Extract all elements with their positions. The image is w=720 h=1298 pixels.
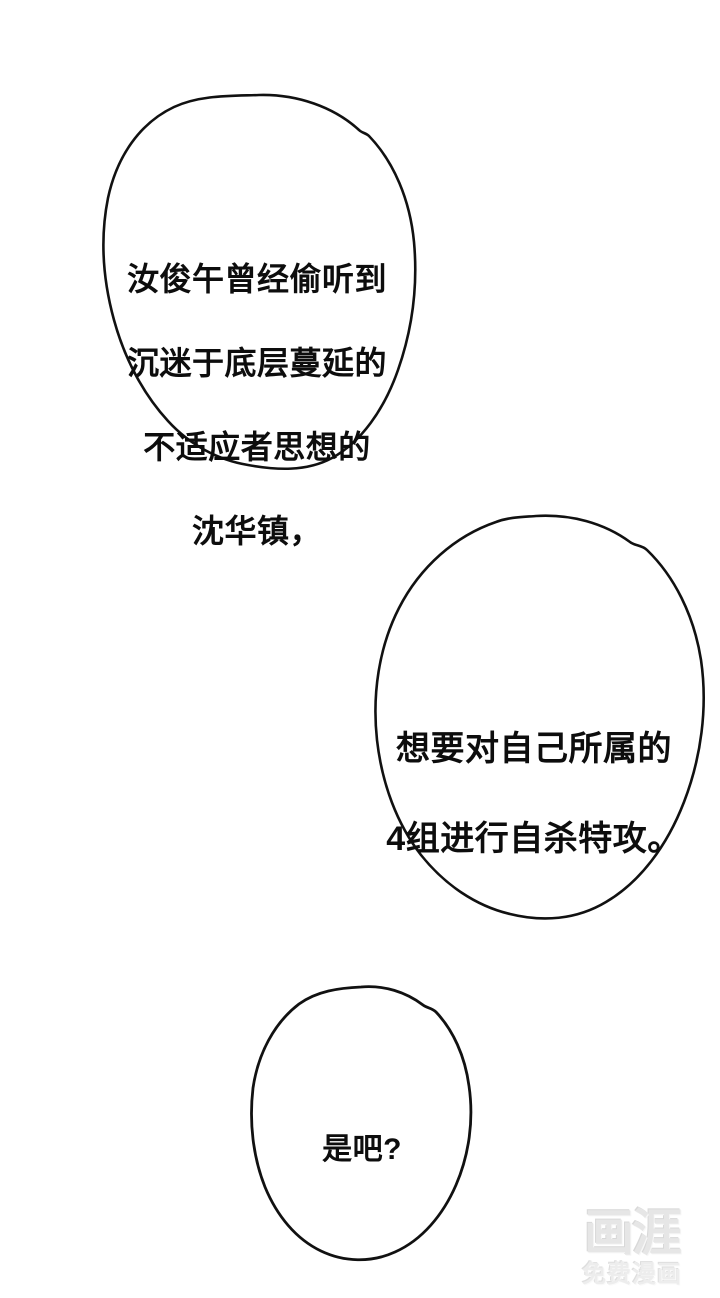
bubble-1-line-3: 不适应者思想的: [143, 429, 371, 465]
bubble-1-line-4: 沈华镇，: [191, 513, 322, 549]
watermark-tagline: 免费漫画: [582, 1261, 682, 1288]
speech-bubble-2-text: 想要对自己所属的 4组进行自杀特攻。: [378, 682, 690, 907]
bubble-3-line-1: 是吧?: [322, 1133, 402, 1166]
speech-bubble-1-text: 汝俊午曾经偷听到 沉迷于底层蔓延的 不适应者思想的 沈华镇，: [92, 216, 422, 594]
bubble-1-line-1: 汝俊午曾经偷听到: [126, 261, 387, 297]
bubble-2-line-1: 想要对自己所属的: [396, 730, 672, 768]
watermark: 画涯 免费漫画: [556, 1206, 708, 1290]
watermark-logo: 画涯: [584, 1205, 682, 1261]
bubble-2-line-2: 4组进行自杀特攻。: [386, 820, 682, 858]
bubble-1-line-2: 沉迷于底层蔓延的: [126, 345, 387, 381]
speech-bubble-3-text: 是吧?: [262, 1090, 462, 1210]
